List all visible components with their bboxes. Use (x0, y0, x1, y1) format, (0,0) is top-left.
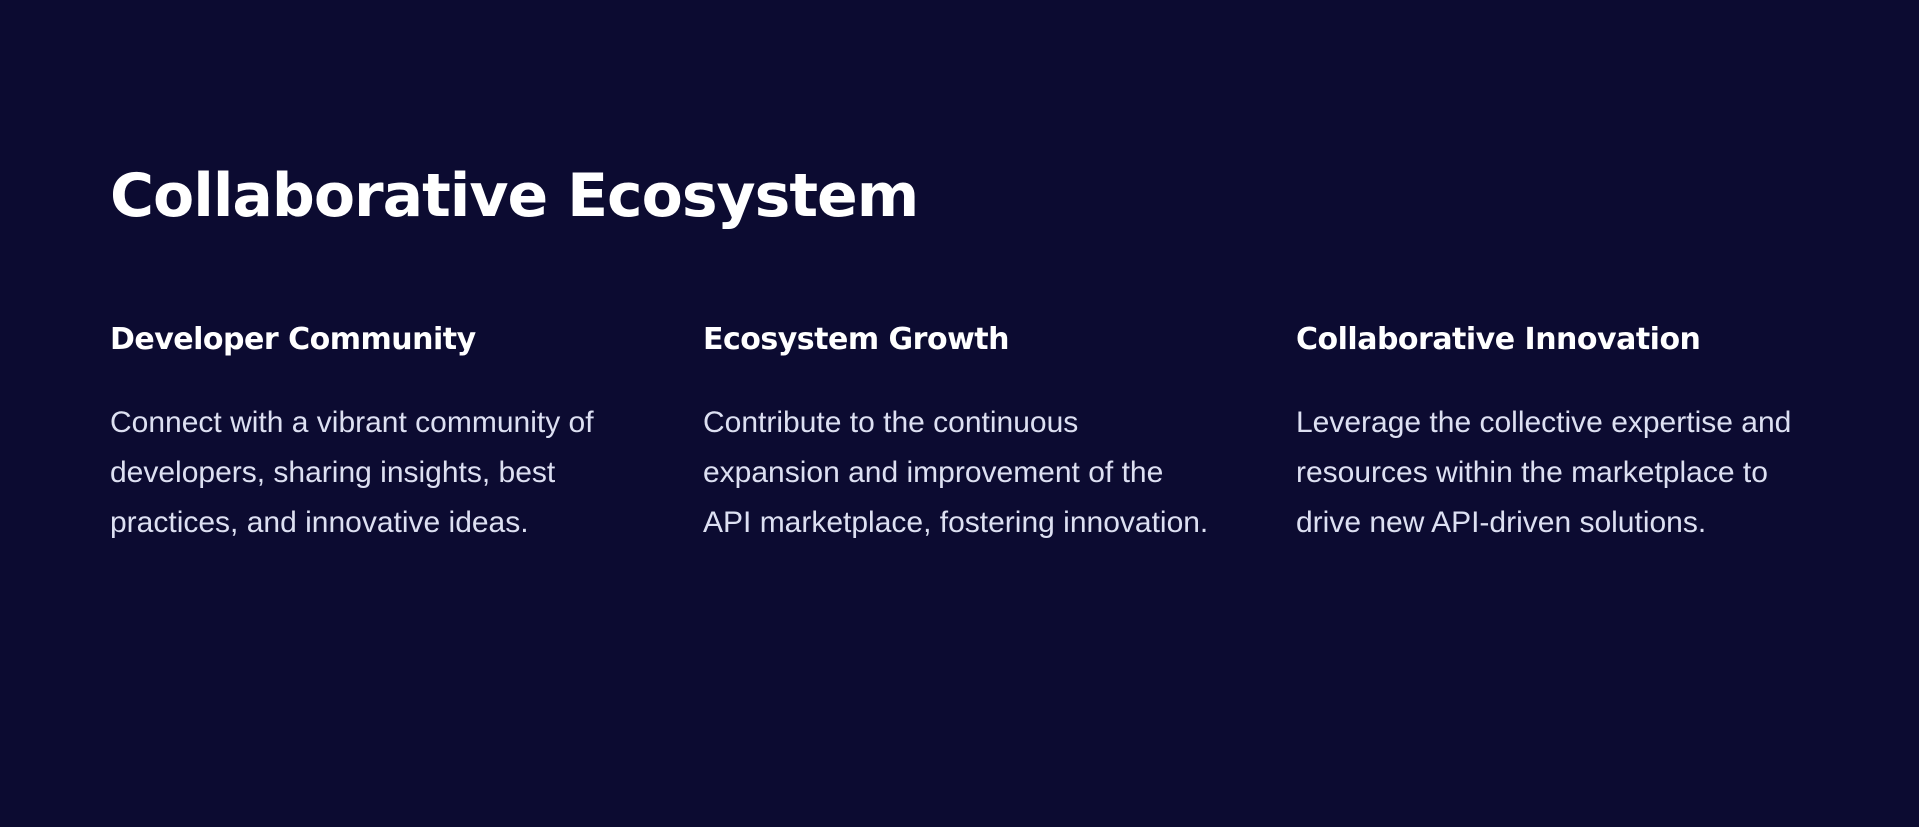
feature-title: Ecosystem Growth (703, 322, 1010, 357)
feature-grid: Developer Community Connect with a vibra… (110, 320, 1809, 548)
feature-description: Leverage the collective expertise and re… (1296, 406, 1792, 539)
feature-title: Developer Community (110, 322, 476, 357)
feature-card-developer-community: Developer Community Connect with a vibra… (110, 320, 624, 548)
feature-card-collaborative-innovation: Collaborative Innovation Leverage the co… (1296, 320, 1810, 548)
feature-description: Connect with a vibrant community of deve… (110, 406, 594, 539)
section-title: Collaborative Ecosystem (110, 161, 919, 231)
feature-description: Contribute to the continuous expansion a… (703, 406, 1209, 539)
feature-title: Collaborative Innovation (1296, 322, 1701, 357)
feature-card-ecosystem-growth: Ecosystem Growth Contribute to the conti… (703, 320, 1217, 548)
